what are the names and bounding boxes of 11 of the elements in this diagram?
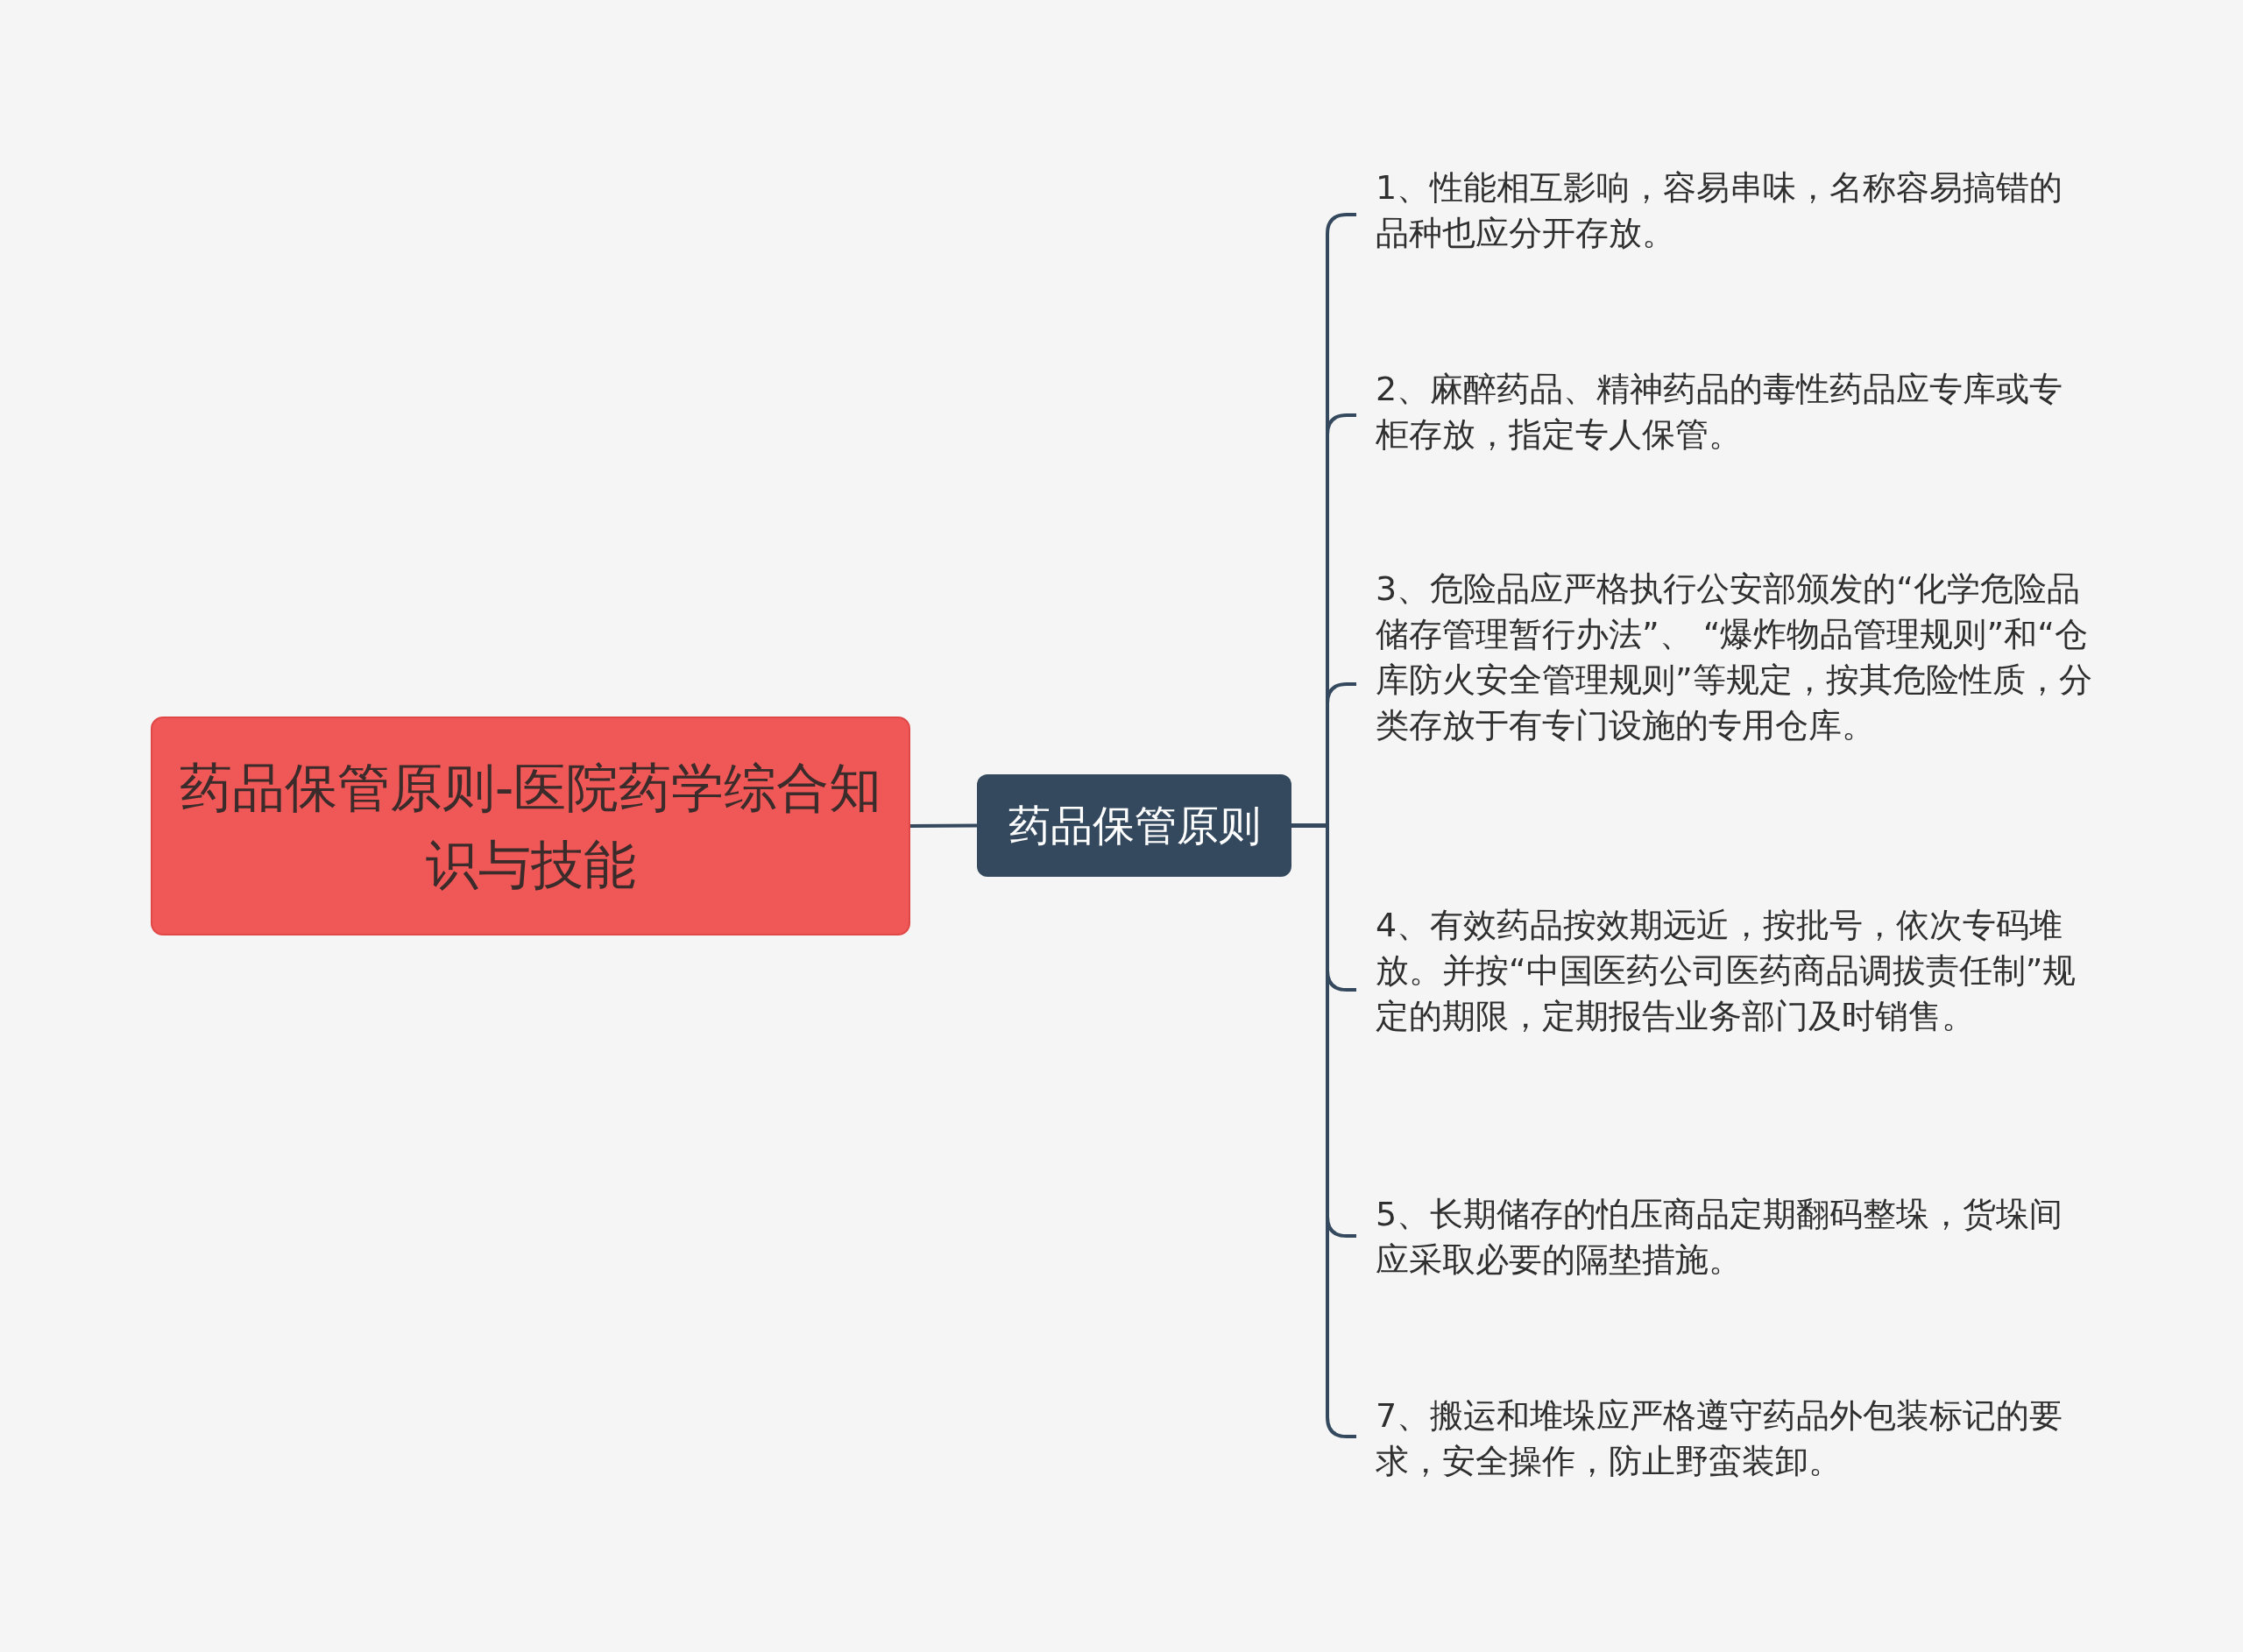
- topic-box: [977, 774, 1291, 877]
- leaf-text: 7、搬运和堆垛应严格遵守药品外包装标记的要求，安全操作，防止野蛮装卸。: [1356, 1393, 2092, 1484]
- topic-text: 药品保管原则: [1008, 799, 1261, 851]
- connector-line: [910, 823, 977, 828]
- leaf-text: 5、长期储存的怕压商品定期翻码整垛，货垛间应采取必要的隔垫措施。: [1356, 1191, 2092, 1282]
- topic-text: 药品保管原则-医院药学综合知识与技能: [179, 756, 882, 897]
- leaf-text: 3、危险品应严格执行公安部颁发的“化学危险品储存管理暂行办法”、 “爆炸物品管理规则”和“仓库防火安全管理规则”等规定，按其危险性质，分类存放于有专门设施的专用仓库。: [1356, 566, 2092, 748]
- leaf-text: 2、麻醉药品、精神药品的毒性药品应专库或专柜存放，指定专人保管。: [1356, 366, 2092, 457]
- leaf-text: 1、性能相互影响，容易串味，名称容易搞错的品种也应分开存放。: [1356, 165, 2092, 256]
- leaf-text: 4、有效药品按效期远近，按批号，依次专码堆放。并按“中国医药公司医药商品调拔责任制”规定的期限，定期报告业务部门及时销售。: [1356, 902, 2092, 1039]
- root-topic-box: [151, 717, 910, 935]
